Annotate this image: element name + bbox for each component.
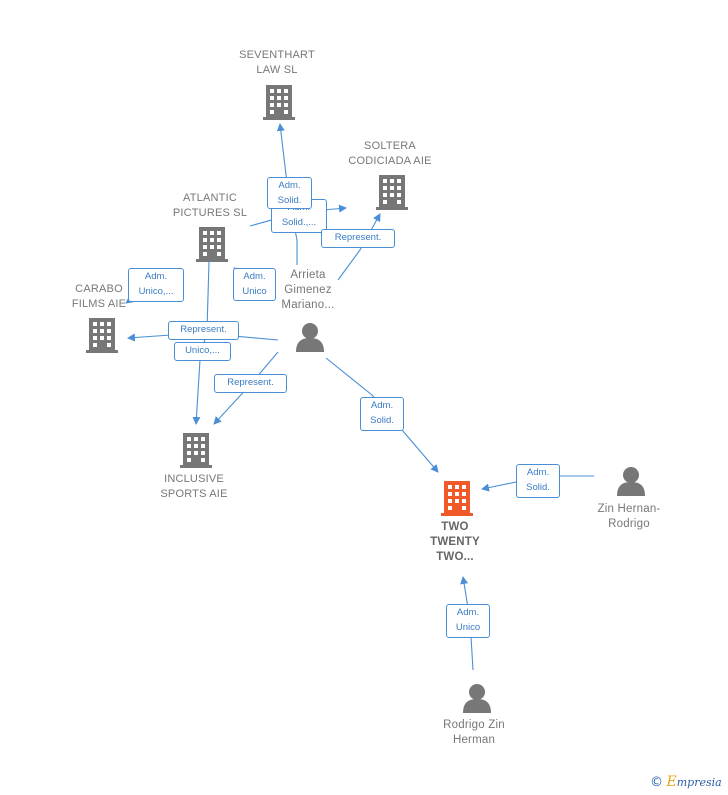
seventhart-building-icon (263, 85, 295, 120)
edge-label-represent-inclusive[interactable]: Represent. (214, 374, 287, 393)
empresia-logo-initial: E (666, 774, 677, 790)
edge-arrieta-two (325, 357, 439, 473)
edge-label-adm-solid-two[interactable]: Adm. Solid. (360, 397, 404, 431)
node-label-rodrigo-zin[interactable]: Rodrigo Zin Herman (443, 719, 505, 746)
arrieta-person-icon (296, 323, 324, 352)
edge-label-adm-unico-atlantic[interactable]: Adm. Unico (233, 268, 276, 301)
node-label-soltera[interactable]: SOLTERA CODICIADA AIE (348, 140, 432, 167)
node-label-atlantic[interactable]: ATLANTIC PICTURES SL (172, 192, 248, 219)
two-twenty-building-icon (441, 481, 473, 516)
edge-label-unico-carabo[interactable]: Unico,... (174, 342, 231, 361)
copyright-icon: © (650, 775, 663, 790)
edge-arrieta-soltera-represent (337, 213, 381, 281)
zin-hernan-person-icon (617, 467, 645, 496)
inclusive-building-icon (180, 433, 212, 468)
node-label-arrieta[interactable]: Arrieta Gimenez Mariano... (281, 269, 335, 311)
node-label-inclusive[interactable]: INCLUSIVE SPORTS AIE (160, 473, 228, 500)
edge-label-adm-solid-top[interactable]: Adm. Solid. (267, 177, 312, 209)
node-label-seventhart[interactable]: SEVENTHART LAW SL (239, 49, 315, 76)
edge-label-adm-unico-carabo[interactable]: Adm. Unico,... (128, 268, 184, 302)
edge-label-represent-carabo[interactable]: Represent. (168, 321, 239, 340)
node-label-two-twenty[interactable]: TWO TWENTY TWO... (430, 521, 480, 563)
edge-label-adm-unico-rodrigo[interactable]: Adm. Unico (446, 604, 490, 638)
edge-label-adm-solid-zin[interactable]: Adm. Solid. (516, 464, 560, 498)
node-label-zin-hernan[interactable]: Zin Hernan- Rodrigo (597, 503, 661, 530)
rodrigo-zin-person-icon (463, 684, 491, 713)
node-label-carabo[interactable]: CARABO FILMS AIE (71, 283, 127, 310)
carabo-building-icon (86, 318, 118, 353)
edge-label-represent-soltera[interactable]: Represent. (321, 229, 395, 248)
atlantic-building-icon (196, 227, 228, 262)
soltera-building-icon (376, 175, 408, 210)
empresia-logo-text: mpresia (676, 776, 722, 789)
empresia-credit[interactable]: © Empresia (650, 774, 722, 790)
